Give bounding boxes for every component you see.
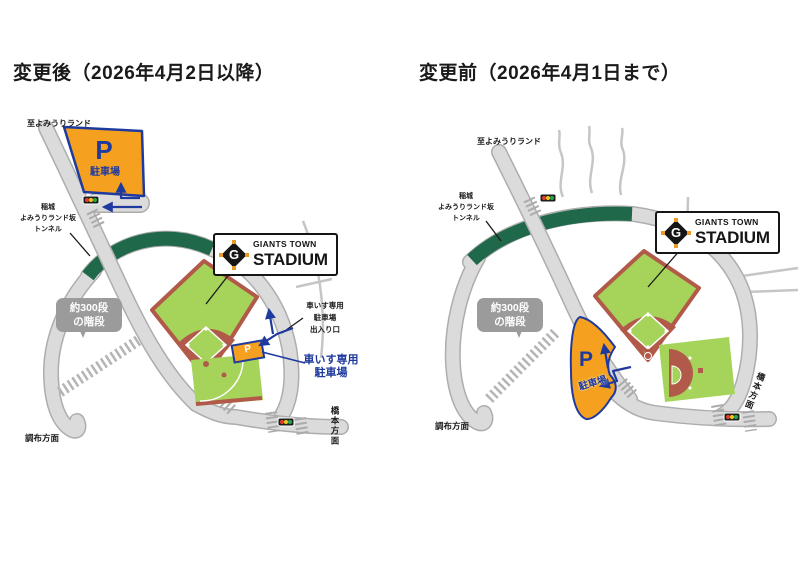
sub-field — [191, 354, 263, 406]
minor-road — [295, 277, 333, 289]
logo-giants-town-text: GIANTS TOWN — [253, 239, 317, 249]
parking-entry-arrow — [115, 181, 140, 200]
sub-field — [659, 337, 735, 402]
traffic-light-icon — [82, 195, 100, 205]
tunnel-leader-line — [485, 220, 502, 242]
tunnel-leader-line — [69, 232, 91, 257]
hashimoto-direction-label: 橋本方面 — [330, 406, 341, 446]
map-after — [38, 120, 349, 439]
chofu-direction-label: 調布方面 — [435, 421, 470, 431]
stairs-callout: 約300段 の階段 — [477, 298, 543, 338]
logo-stadium-text: STADIUM — [253, 250, 328, 269]
main-parking-p: P — [578, 348, 593, 371]
wheelchair-entry-arrow — [265, 307, 276, 335]
logo-giants-town-text: GIANTS TOWN — [695, 217, 759, 227]
main-parking-label: 駐車場 — [90, 167, 120, 178]
bottom-road — [189, 397, 348, 434]
giants-town-stadium-logo: G GIANTS TOWN STADIUM — [655, 211, 780, 254]
parking-entry-arrow — [600, 342, 611, 369]
giants-g-icon: G — [219, 239, 249, 270]
main-parking-p: P — [95, 135, 113, 165]
minor-road — [557, 129, 565, 198]
crosswalk — [294, 417, 309, 437]
minor-road — [741, 266, 799, 278]
wheelchair-exit-arrow — [258, 326, 294, 347]
crosswalk — [742, 410, 757, 432]
stadium-field — [593, 249, 701, 362]
main-parking-area — [62, 125, 146, 198]
crosswalk — [523, 196, 543, 219]
tunnel-label: 稲城 よみうりランド坂 トンネル — [20, 204, 76, 233]
wheelchair-leader-line — [261, 351, 306, 364]
tunnel-label: 稲城 よみうりランド坂 トンネル — [438, 193, 494, 222]
before-title: 変更前（2026年4月1日まで） — [419, 63, 681, 84]
minor-road — [744, 288, 799, 294]
logo-leader-line — [647, 248, 682, 288]
wheelchair-parking-label: 車いす専用 駐車場 — [303, 354, 359, 380]
to-yomiuriland-label: 至よみうりランド — [477, 137, 541, 146]
minor-road — [587, 125, 595, 194]
giants-g-icon: G — [661, 217, 691, 248]
traffic-light-icon — [539, 193, 557, 203]
crosswalk — [711, 403, 727, 430]
stairs-callout: 約300段 の階段 — [56, 298, 122, 338]
ring-road-left — [44, 264, 101, 438]
to-yomiuriland-label: 至よみうりランド — [27, 119, 91, 128]
main-parking-area — [569, 315, 617, 421]
tunnel-section — [82, 231, 215, 281]
traffic-light-icon — [277, 417, 295, 427]
map-before — [444, 125, 799, 432]
crosswalk — [617, 378, 638, 399]
stairs-path — [485, 327, 561, 403]
yomiuriland-road — [39, 121, 203, 411]
parking-exit-arrow — [598, 365, 632, 389]
stairs-path — [56, 329, 152, 397]
crosswalk — [265, 411, 280, 433]
ring-road-left — [446, 251, 492, 430]
chofu-direction-label: 調布方面 — [25, 433, 60, 443]
traffic-light-icon — [723, 412, 741, 422]
crosswalk — [86, 208, 106, 230]
wheelchair-parking-area — [230, 339, 266, 364]
logo-stadium-text: STADIUM — [695, 228, 770, 247]
wheelchair-entrance-label: 車いす専用 駐車場 出入り口 — [306, 301, 344, 334]
giants-town-stadium-logo: G GIANTS TOWN STADIUM — [213, 233, 338, 276]
after-title: 変更後（2026年4月2日以降） — [13, 63, 275, 84]
minor-road — [618, 127, 626, 196]
